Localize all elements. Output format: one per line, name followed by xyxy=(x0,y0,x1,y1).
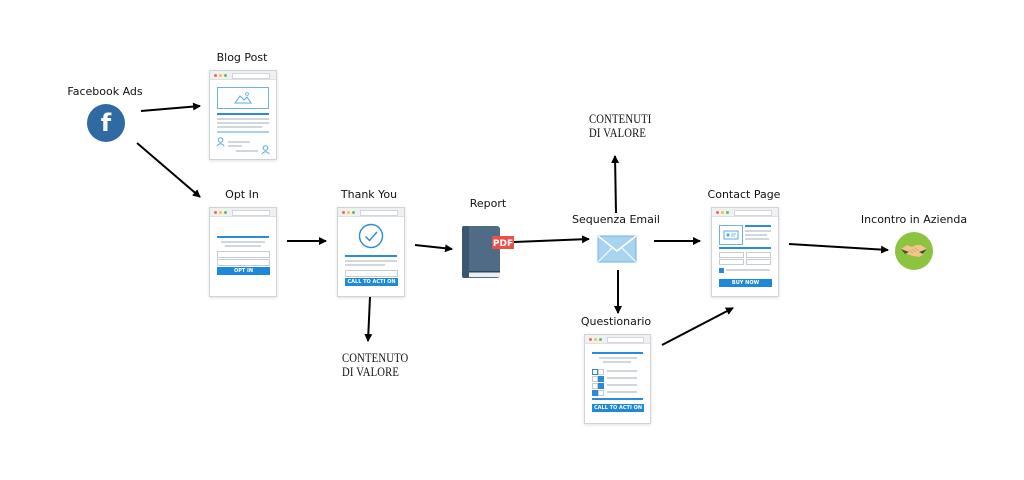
arrow-thankyou-to-contenuto xyxy=(364,296,373,342)
node-label-facebook-ads: Facebook Ads xyxy=(67,85,143,98)
node-label-opt-in: Opt In xyxy=(225,188,259,201)
pdf-badge-text: PDF xyxy=(493,239,513,249)
questionario-page-mockup: CALL TO ACTI ON xyxy=(584,334,651,424)
note-contenuti-line1: CONTENUTI xyxy=(589,111,652,126)
node-label-sequenza-email: Sequenza Email xyxy=(572,213,660,226)
arrow-thankyou-to-report xyxy=(414,244,453,253)
opt-in-button: OPT IN xyxy=(217,267,270,275)
note-contenuto-line1: CONTENUTO xyxy=(342,350,409,365)
arrow-contact-to-incontro xyxy=(788,243,889,254)
note-contenuti-di-valore: CONTENUTI DI VALORE xyxy=(589,112,651,140)
questionario-cta-button: CALL TO ACTI ON xyxy=(592,404,644,412)
check-circle-icon xyxy=(358,223,384,249)
note-contenuti-line2: DI VALORE xyxy=(589,125,647,140)
book-icon: PDF xyxy=(462,226,514,278)
node-label-thank-you: Thank You xyxy=(340,188,398,201)
arrow-email-to-contenuti xyxy=(611,155,620,214)
arrow-facebook-to-optin xyxy=(136,142,201,198)
note-contenuto-di-valore: CONTENUTO DI VALORE xyxy=(342,351,408,379)
node-label-contact-page: Contact Page xyxy=(707,188,781,201)
contact-page-mockup: BUY NOW xyxy=(711,207,779,297)
node-label-incontro-in-azienda: Incontro in Azienda xyxy=(860,213,968,226)
node-label-report: Report xyxy=(469,197,507,210)
arrow-report-to-email xyxy=(513,235,590,244)
thank-you-page-mockup: CALL TO ACTI ON xyxy=(337,207,405,297)
arrow-questionario-to-contact xyxy=(661,307,734,346)
facebook-icon: f xyxy=(87,104,125,142)
user-icon xyxy=(261,145,270,155)
contact-card-icon xyxy=(719,225,743,245)
user-icon xyxy=(216,137,225,147)
pdf-badge xyxy=(492,236,514,249)
buy-now-button: BUY NOW xyxy=(719,279,772,287)
note-contenuto-line2: DI VALORE xyxy=(342,364,400,379)
handshake-icon xyxy=(895,232,933,270)
thank-you-cta-button: CALL TO ACTI ON xyxy=(345,278,398,286)
node-label-blog-post: Blog Post xyxy=(216,51,268,64)
node-label-questionario: Questionario xyxy=(580,315,652,328)
arrow-facebook-to-blog xyxy=(140,102,201,112)
image-placeholder-icon xyxy=(217,87,269,109)
blog-post-page-mockup xyxy=(209,70,277,160)
opt-in-page-mockup: OPT IN xyxy=(209,207,277,297)
envelope-icon xyxy=(597,235,637,263)
facebook-letter: f xyxy=(101,109,112,137)
